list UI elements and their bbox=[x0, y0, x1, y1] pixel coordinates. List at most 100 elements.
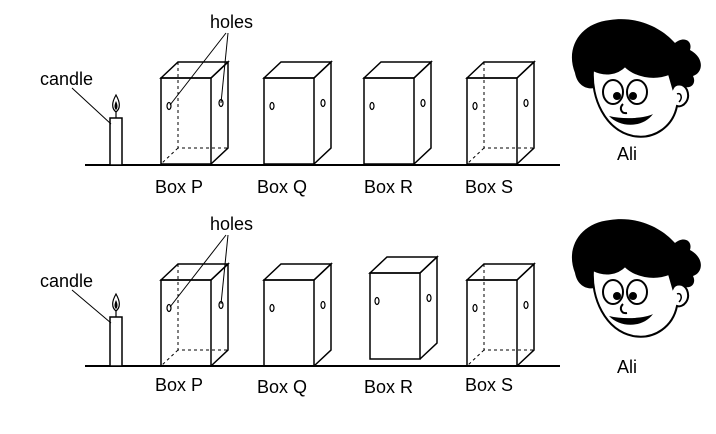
box-front bbox=[466, 77, 518, 165]
hair-icon bbox=[571, 219, 701, 289]
hole-icon bbox=[320, 98, 326, 108]
candle-body bbox=[109, 316, 123, 367]
box-side bbox=[419, 255, 438, 360]
box-label: Box R bbox=[364, 377, 413, 397]
hole-icon bbox=[166, 303, 172, 313]
candle: candle bbox=[40, 69, 123, 166]
hole-icon bbox=[218, 98, 224, 108]
flame-core-icon bbox=[114, 300, 118, 309]
hole-icon bbox=[472, 303, 478, 313]
candle: candle bbox=[40, 271, 123, 367]
hole-icon bbox=[166, 101, 172, 111]
eye-icon bbox=[602, 279, 624, 305]
box-front bbox=[160, 77, 212, 165]
ali-face-icon bbox=[571, 219, 701, 338]
hole-icon bbox=[320, 300, 326, 310]
box-r: Box R bbox=[364, 255, 439, 397]
hole-icon bbox=[369, 101, 375, 111]
box-top bbox=[362, 61, 433, 79]
flame-core-icon bbox=[114, 101, 118, 110]
box-front bbox=[466, 279, 518, 367]
person-label: Ali bbox=[617, 144, 637, 164]
mouth-icon bbox=[609, 314, 653, 325]
box-label: Box S bbox=[465, 375, 513, 395]
ear-icon bbox=[676, 92, 682, 103]
box-label: Box Q bbox=[257, 177, 307, 197]
eye-icon bbox=[626, 279, 648, 305]
box-front bbox=[263, 77, 315, 165]
box-side bbox=[313, 262, 332, 367]
box-side bbox=[210, 60, 229, 165]
box-hidden-edge bbox=[177, 62, 228, 149]
hole-icon bbox=[218, 300, 224, 310]
pupil-icon bbox=[629, 292, 637, 300]
holes-leader-line bbox=[220, 234, 229, 305]
hole-icon bbox=[420, 98, 426, 108]
box-front bbox=[363, 77, 415, 165]
box-top bbox=[159, 61, 230, 79]
box-hidden-edge bbox=[160, 147, 179, 165]
hole-icon bbox=[472, 101, 478, 111]
nose-icon bbox=[619, 303, 628, 315]
holes-label: holes bbox=[210, 12, 253, 32]
box-label: Box P bbox=[155, 177, 203, 197]
box-hidden-edge bbox=[483, 264, 534, 351]
hole-icon bbox=[523, 98, 529, 108]
eye-icon bbox=[626, 79, 648, 105]
hole-icon bbox=[374, 296, 380, 306]
hole-icon bbox=[426, 293, 432, 303]
box-top bbox=[262, 263, 333, 281]
box-front bbox=[369, 272, 421, 360]
box-hidden-edge bbox=[160, 349, 179, 367]
box-top bbox=[465, 61, 536, 79]
mouth-icon bbox=[609, 114, 653, 125]
box-side bbox=[210, 262, 229, 367]
candle-leader-line bbox=[71, 289, 112, 324]
box-top bbox=[465, 263, 536, 281]
box-top bbox=[262, 61, 333, 79]
box-label: Box S bbox=[465, 177, 513, 197]
hair-icon bbox=[571, 19, 701, 89]
box-front bbox=[160, 279, 212, 367]
panel-bottom: candle holes Box P Box Q bbox=[40, 214, 701, 397]
box-s: Box S bbox=[465, 60, 536, 197]
box-hidden-edge bbox=[466, 349, 485, 367]
hole-icon bbox=[523, 300, 529, 310]
person-label: Ali bbox=[617, 357, 637, 377]
candle-body bbox=[109, 117, 123, 166]
holes-leader-line bbox=[169, 234, 227, 308]
panel-top: candle holes Box P Box Q bbox=[40, 12, 701, 197]
box-side bbox=[313, 60, 332, 165]
candle-label: candle bbox=[40, 271, 93, 291]
box-side bbox=[516, 60, 535, 165]
box-q: Box Q bbox=[257, 60, 333, 197]
holes-leader-line bbox=[220, 32, 229, 104]
box-label: Box Q bbox=[257, 377, 307, 397]
box-hidden-edge bbox=[177, 264, 228, 351]
pupil-icon bbox=[613, 292, 621, 300]
box-top bbox=[368, 256, 439, 274]
holes-leader-line bbox=[169, 32, 227, 106]
box-p: Box P bbox=[155, 262, 230, 395]
box-label: Box R bbox=[364, 177, 413, 197]
box-r: Box R bbox=[362, 60, 433, 197]
hole-icon bbox=[269, 101, 275, 111]
box-hidden-edge bbox=[466, 147, 485, 165]
box-side bbox=[516, 262, 535, 367]
hole-icon bbox=[269, 303, 275, 313]
ear-icon bbox=[676, 292, 682, 303]
holes-label: holes bbox=[210, 214, 253, 234]
candle-label: candle bbox=[40, 69, 93, 89]
box-top bbox=[159, 263, 230, 281]
pupil-icon bbox=[613, 92, 621, 100]
box-front bbox=[263, 279, 315, 367]
box-hidden-edge bbox=[483, 62, 534, 149]
box-p: Box P bbox=[155, 60, 230, 197]
pupil-icon bbox=[629, 92, 637, 100]
eye-icon bbox=[602, 79, 624, 105]
box-s: Box S bbox=[465, 262, 536, 395]
box-label: Box P bbox=[155, 375, 203, 395]
nose-icon bbox=[619, 103, 628, 115]
